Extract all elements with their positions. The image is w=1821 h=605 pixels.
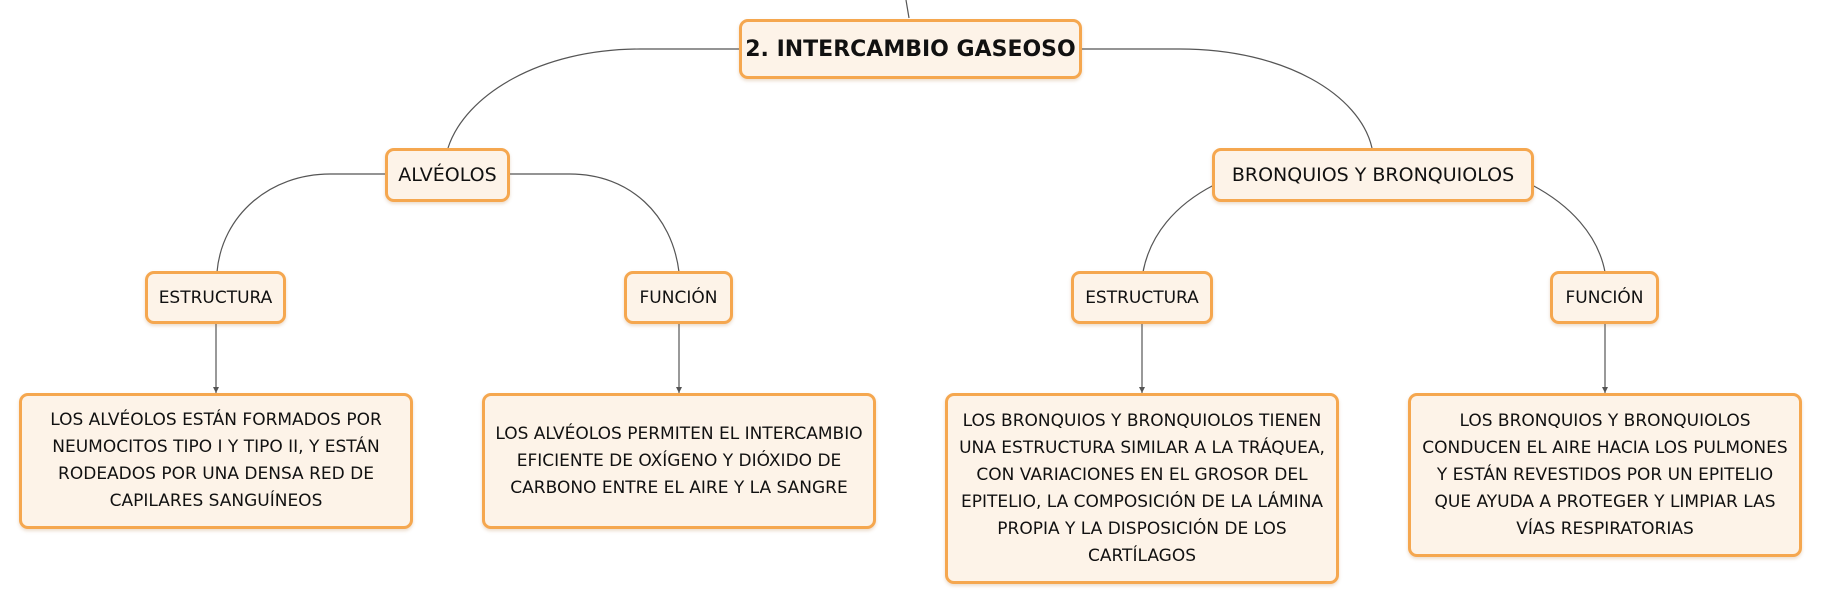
arrowhead [676,387,682,393]
connector-bronquios-to-estructura [1142,184,1215,273]
node-alveolos-funcion[interactable]: FUNCIÓN [624,271,733,324]
arrowhead [1139,387,1145,393]
text-bronquios-funcion: LOS BRONQUIOS Y BRONQUIOLOS CONDUCEN EL … [1408,393,1802,557]
connector-alveolos-to-estructura [216,173,386,273]
connector-alveolos-to-funcion [509,173,680,273]
arrowhead [213,387,219,393]
connector-root-to-alveolos [447,48,741,149]
connector-bronquios-to-funcion [1531,184,1606,273]
text-alveolos-funcion: LOS ALVÉOLOS PERMITEN EL INTERCAMBIO EFI… [482,393,876,529]
node-bronquios-funcion[interactable]: FUNCIÓN [1550,271,1659,324]
text-alveolos-estructura: LOS ALVÉOLOS ESTÁN FORMADOS POR NEUMOCIT… [19,393,413,529]
node-bronquios-funcion-label: FUNCIÓN [1565,287,1644,308]
text-alveolos-estructura-body: LOS ALVÉOLOS ESTÁN FORMADOS POR NEUMOCIT… [50,410,382,511]
text-bronquios-funcion-body: LOS BRONQUIOS Y BRONQUIOLOS CONDUCEN EL … [1422,410,1788,539]
text-bronquios-estructura-body: LOS BRONQUIOS Y BRONQUIOLOS TIENEN UNA E… [959,410,1325,566]
node-bronquios-label: BRONQUIOS Y BRONQUIOLOS [1231,164,1515,186]
text-bronquios-estructura: LOS BRONQUIOS Y BRONQUIOLOS TIENEN UNA E… [945,393,1339,584]
node-alveolos-estructura-label: ESTRUCTURA [158,287,273,308]
root-node[interactable]: 2. INTERCAMBIO GASEOSO [739,19,1082,79]
arrowhead [1602,387,1608,393]
node-alveolos-estructura[interactable]: ESTRUCTURA [145,271,286,324]
node-bronquios-estructura[interactable]: ESTRUCTURA [1071,271,1213,324]
node-alveolos-funcion-label: FUNCIÓN [639,287,718,308]
connector-parent-to-root [905,0,910,19]
node-bronquios[interactable]: BRONQUIOS Y BRONQUIOLOS [1212,148,1534,202]
node-alveolos-label: ALVÉOLOS [398,164,497,186]
root-node-label: 2. INTERCAMBIO GASEOSO [745,36,1076,62]
node-alveolos[interactable]: ALVÉOLOS [385,148,510,202]
text-alveolos-funcion-body: LOS ALVÉOLOS PERMITEN EL INTERCAMBIO EFI… [495,423,863,498]
node-bronquios-estructura-label: ESTRUCTURA [1085,287,1199,308]
connector-root-to-bronquios [1081,48,1373,149]
